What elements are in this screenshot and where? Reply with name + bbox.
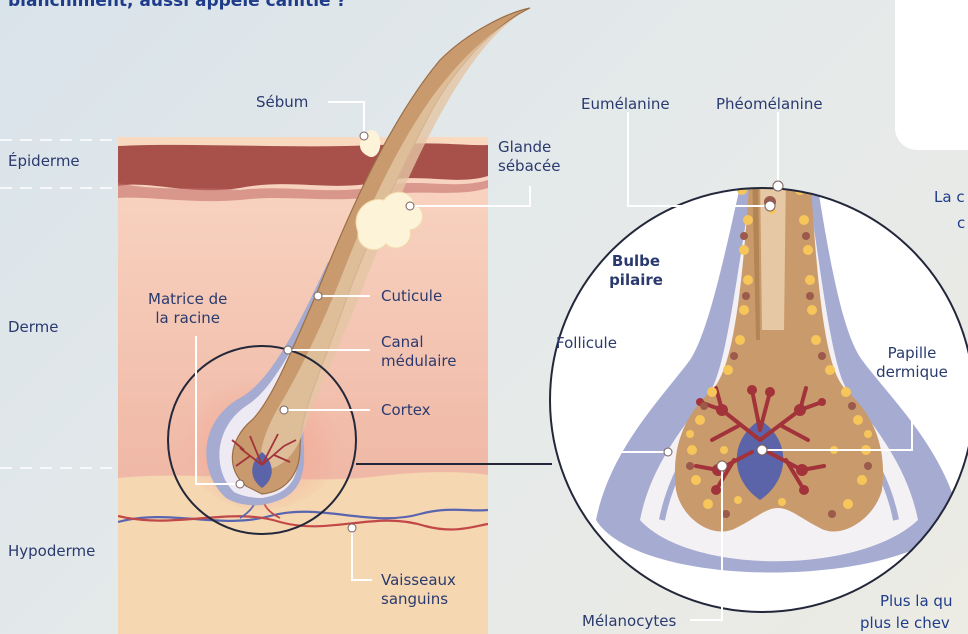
layer-separators [0, 140, 118, 468]
edge-text-right-2: c [957, 214, 965, 233]
eumelanine-label: Eumélanine [581, 95, 670, 114]
sebum-label: Sébum [256, 93, 308, 112]
follicule-label: Follicule [556, 334, 617, 353]
edge-text-bottom-1: Plus la qu [880, 592, 952, 611]
edge-text-right-1: La c [934, 188, 965, 207]
melanocytes-label: Mélanocytes [582, 612, 676, 631]
edge-text-bottom-2: plus le chev [860, 614, 950, 633]
layer-derme-label: Derme [8, 318, 59, 337]
layer-hypoderme-label: Hypoderme [8, 542, 95, 561]
cuticule-label: Cuticule [381, 287, 442, 306]
cortex-label: Cortex [381, 401, 431, 420]
pheomelanine-label: Phéomélanine [716, 95, 823, 114]
layer-epiderme-label: Épiderme [8, 152, 80, 171]
